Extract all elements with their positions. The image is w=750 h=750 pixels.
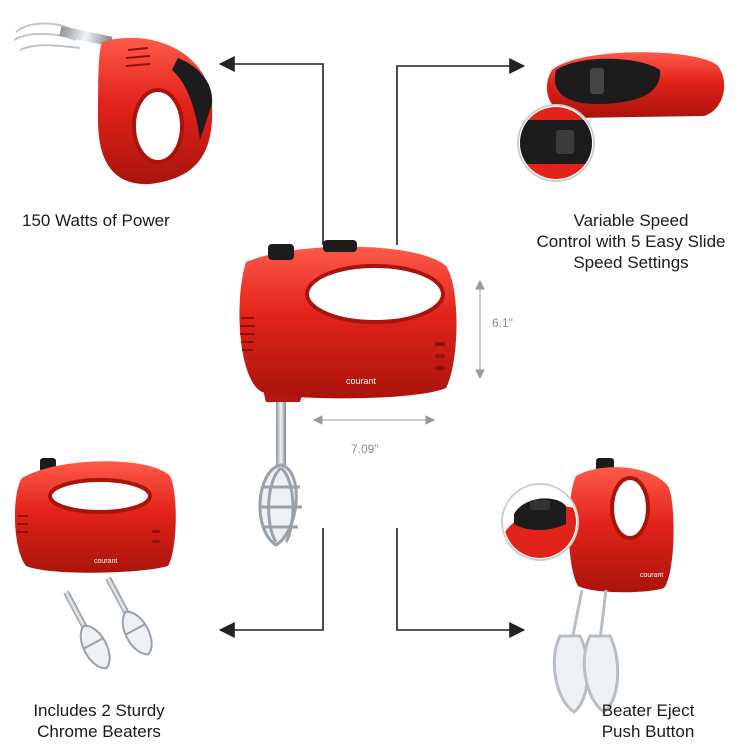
caption-eject-button: Beater Eject Push Button — [601, 701, 695, 741]
eject-feature-image: courant — [501, 458, 674, 714]
width-dimension — [312, 415, 436, 425]
power-feature-image — [13, 22, 213, 185]
beater-pair — [63, 576, 153, 670]
caption-power: 150 Watts of Power — [22, 211, 170, 230]
caption-beaters: Includes 2 Sturdy Chrome Beaters — [33, 701, 165, 741]
center-mixer-image: courant — [239, 240, 457, 547]
caption-speed-control: Variable Speed Control with 5 Easy Slide… — [536, 211, 726, 272]
speed-control-image — [517, 52, 725, 182]
small-brand-logo: courant — [94, 558, 117, 565]
height-dimension — [475, 279, 485, 380]
connector-lines — [218, 56, 526, 638]
beaters-feature-image: courant — [14, 458, 176, 670]
width-dimension-label: 7.09" — [351, 442, 379, 456]
connector-bottom-right — [396, 528, 526, 638]
connector-top-left — [218, 56, 324, 245]
connector-bottom-left — [218, 528, 324, 638]
connector-top-right — [396, 58, 526, 245]
center-beater — [258, 463, 302, 547]
center-brand-logo: courant — [346, 376, 377, 386]
eject-brand-logo: courant — [640, 572, 663, 579]
height-dimension-label: 6.1" — [492, 316, 513, 330]
